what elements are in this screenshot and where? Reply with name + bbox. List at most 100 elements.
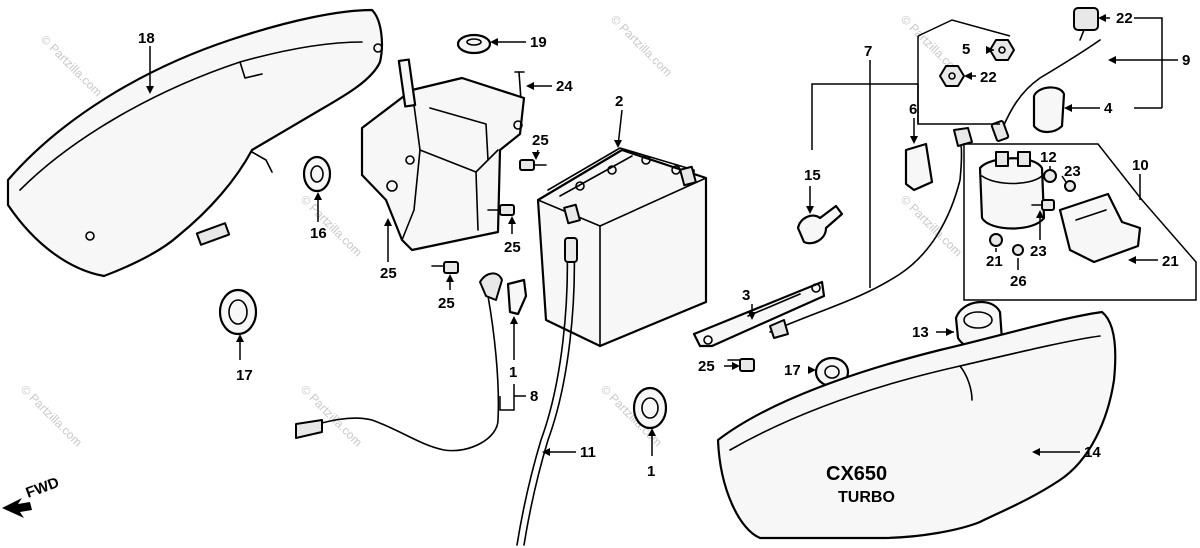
callout-26: 23 [1030,243,1047,260]
fuse-connector [1073,7,1099,41]
left-side-cover [6,8,383,278]
fuse-cover [1032,86,1066,134]
callout-5: 7 [864,43,872,60]
leader-arrowhead [748,312,756,320]
terminal-boot-6 [796,204,844,245]
callout-22: 22 [980,69,997,86]
callout-17: 16 [310,225,327,242]
watermark-text: © Partzilla.com [298,382,365,449]
nut-lower [939,65,965,87]
callout-25: 25 [698,358,715,375]
washer-23-upper [1043,169,1057,183]
leader-arrowhead [1032,448,1040,456]
callout-23: 21 [986,253,1003,270]
callout-18: 18 [138,30,155,47]
callout-23: 12 [1040,149,1057,166]
callout-25: 25 [438,295,455,312]
leader-line [499,384,526,411]
forward-direction-indicator: FWD [2,474,62,518]
watermark-text: © Partzilla.com [898,192,965,259]
bolt-a [519,159,547,171]
starter-wire [990,39,1101,142]
breather-tube [516,237,578,546]
watermark-text: © Partzilla.com [608,12,675,79]
callout-9: 22 [1116,10,1133,27]
leader-arrowhead [1098,14,1106,22]
callout-12: 10 [1132,157,1149,174]
leader-arrowhead [1036,210,1044,218]
panel-model-lettering: CX650 [826,463,887,485]
callout-3: 11 [580,444,596,461]
callout-24: 24 [556,78,573,95]
callout-21: 23 [1064,163,1081,180]
leader-arrowhead [1064,104,1072,112]
fwd-label: FWD [24,474,62,502]
panel-variant-lettering: TURBO [838,489,895,506]
leader-arrowhead [532,152,540,160]
washer-23-lower [989,233,1003,247]
leader-arrowhead [946,328,954,336]
cushion-left [218,288,258,336]
callout-2: 2 [615,93,623,110]
bolt-26 [1031,199,1055,211]
screw-21-upper [1064,180,1076,192]
positive-cable [769,127,973,339]
callout-15: 3 [742,287,750,304]
leader-arrowhead [732,362,740,370]
callout-22: 5 [962,41,970,58]
leader-arrowhead [964,72,972,80]
callout-1: 17 [236,367,253,384]
callout-6: 15 [804,167,821,184]
terminal-cover-7 [904,142,934,192]
callout-20: 14 [1084,444,1101,461]
screw-21-lower [1012,244,1024,256]
callout-layer: 18 19 24 2 25 25 25 25 25 [138,10,1197,480]
leader-arrowhead [446,274,454,282]
leader-arrowhead [1108,56,1116,64]
leader-arrowhead [508,216,516,224]
relay-bracket [1058,192,1142,264]
callout-10: 4 [1104,100,1113,117]
right-side-cover [716,310,1117,540]
callout-19: 19 [530,34,547,51]
callout-13: 21 [1162,253,1179,270]
leader-arrowhead [910,136,918,144]
bolt-b [487,204,515,216]
long-bolt [514,71,525,101]
leader-arrowhead [490,38,498,46]
watermark-text: © Partzilla.com [38,32,105,99]
callout-8: 1 [509,364,517,381]
callout-14: 13 [912,324,929,341]
leader-arrowhead [648,428,656,436]
leader-arrowhead [146,86,154,94]
starter-relay [978,151,1046,230]
battery-bracket [360,58,526,252]
battery-holder-plate [692,280,826,348]
fwd-arrow-icon [2,498,32,518]
callout-16: 25 [380,265,397,282]
leader-arrowhead [542,448,550,456]
watermark-text: © Partzilla.com [18,382,85,449]
callout-25: 25 [532,132,549,149]
leader-arrowhead [314,192,322,200]
callout-4: 9 [1182,52,1190,69]
callout-7: 6 [909,101,917,118]
leader-line [811,60,919,150]
leader-line [1061,175,1067,183]
battery [536,147,708,348]
leader-arrowhead [808,366,816,374]
leader-arrowhead [510,316,518,324]
leader-arrowhead [236,334,244,342]
callout-21: 26 [1010,273,1027,290]
terminal-cover-8 [506,278,528,316]
leader-line [917,36,1000,125]
rubber-bushing-top [456,33,492,55]
callout-25: 25 [504,239,521,256]
grommet-left [302,155,332,193]
leader-arrowhead [986,46,994,54]
leader-arrowhead [806,206,814,214]
callout-17: 17 [784,362,801,379]
callout-11: 8 [530,388,538,405]
